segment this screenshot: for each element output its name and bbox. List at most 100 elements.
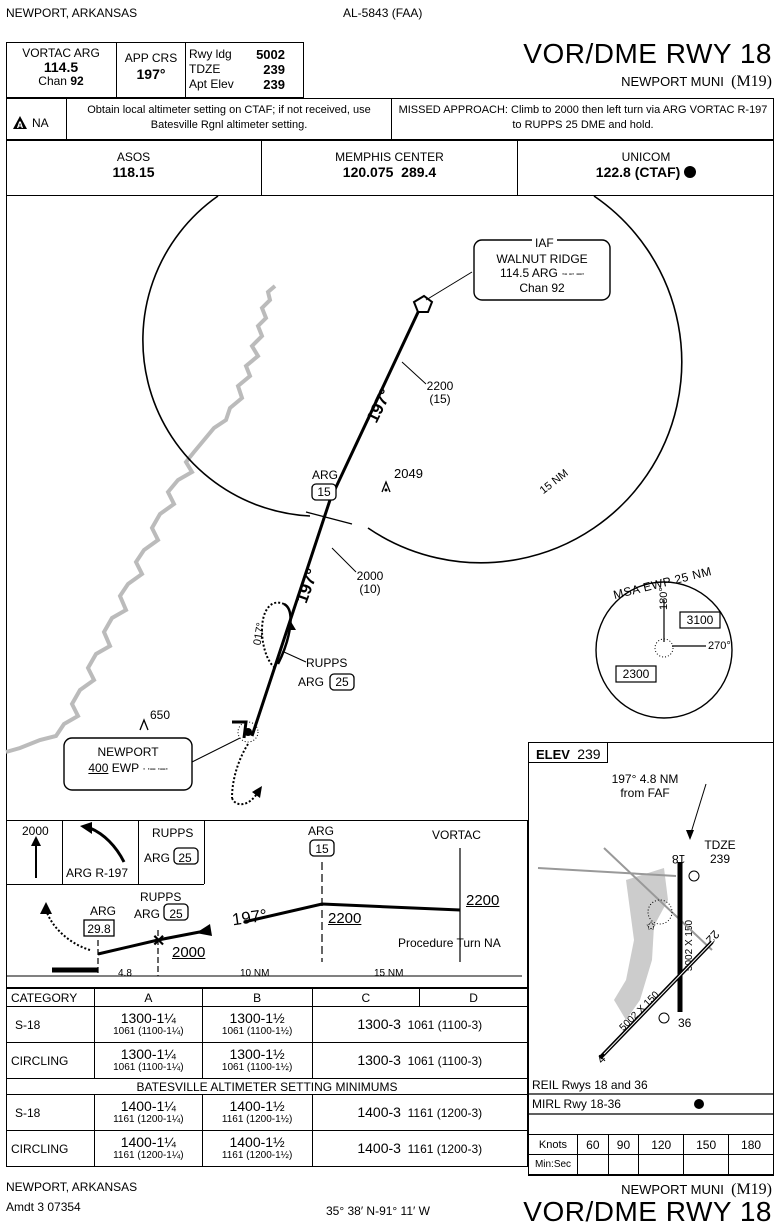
- airport-runway-symbol: [232, 720, 248, 739]
- segment-2000-dist: (10): [359, 582, 381, 596]
- lighting-mirl: MIRL Rwy 18-36: [532, 1097, 621, 1111]
- min-top: 1300-1½: [229, 1009, 285, 1026]
- min-cd-main: 1300-3: [357, 1016, 401, 1032]
- profile-alt-2200-vortac: 2200: [466, 892, 500, 909]
- comm-center-freq: 120.075 289.4: [342, 164, 437, 180]
- iaf-leader: [425, 271, 473, 301]
- rwy-ldg-label: Rwy ldg: [189, 47, 232, 61]
- leader-rupps: [283, 651, 307, 663]
- time-cell: [728, 1154, 774, 1175]
- min-cell-cd: 1400-3 1161 (1200-3): [311, 1094, 528, 1131]
- min-bot: 1161 (1200-1½): [221, 1149, 293, 1161]
- arg15-dme: 15: [317, 485, 331, 499]
- ma-hold-rupps: RUPPS: [152, 826, 194, 840]
- rupps-dme: 25: [335, 675, 349, 689]
- min-bot: 1061 (1100-1¼): [113, 1025, 184, 1037]
- obstacle-650-icon: [139, 718, 149, 731]
- segment-2200: 2200 (15): [422, 380, 458, 406]
- min-top: 1300-1¼: [120, 1045, 176, 1062]
- comm-center-name: MEMPHIS CENTER: [335, 150, 444, 164]
- min-cell-cd: 1300-3 1061 (1100-3): [311, 1006, 528, 1043]
- chart-id: AL-5843 (FAA): [343, 6, 423, 20]
- time-cell: [683, 1154, 730, 1175]
- dist-10nm: 10 NM: [238, 968, 272, 979]
- ndb-symbol: [237, 721, 259, 743]
- hold-arrow-icon: [286, 620, 296, 630]
- profile-rupps-label: RUPPS: [140, 890, 182, 904]
- footer-airport-name: NEWPORT MUNI: [621, 1182, 724, 1197]
- segment-2000-alt: 2000: [356, 569, 384, 583]
- runway-18-label: 18: [672, 852, 686, 866]
- faf-note-1: 197° 4.8 NM: [611, 772, 679, 786]
- holding-pattern-outer: [260, 601, 285, 669]
- morse-ewp-icon: · ·-- ·--·: [142, 763, 168, 775]
- elev-label: ELEV 239: [536, 746, 601, 762]
- hdr-c: C: [311, 988, 421, 1007]
- vortac-info: VORTAC ARG 114.5 Chan 92: [8, 46, 114, 88]
- time-cell: [607, 1154, 640, 1175]
- time-cell: [577, 1154, 609, 1175]
- min-top: 1400-1¼: [120, 1133, 176, 1150]
- app-crs: APP CRS 197°: [118, 50, 184, 82]
- vortac-symbol: [412, 294, 434, 313]
- msa-circle: [595, 581, 733, 719]
- speed-cell: 120: [638, 1134, 685, 1155]
- airport-name: NEWPORT MUNI (M19): [621, 73, 772, 91]
- vortac-label: VORTAC ARG: [22, 46, 100, 60]
- procedure-turn-na: Procedure Turn NA: [398, 936, 501, 950]
- profile-vortac-label: VORTAC: [432, 828, 481, 842]
- ma-radial: ARG R-197: [66, 866, 129, 880]
- comm-asos: ASOS 118.15: [6, 150, 261, 180]
- msa-180: 180°: [658, 587, 670, 610]
- row-category: CIRCLING: [6, 1130, 95, 1167]
- app-crs-value: 197°: [136, 66, 166, 82]
- iaf-name: WALNUT RIDGE: [496, 252, 588, 266]
- comm-unicom-freq: 122.8 (CTAF): [595, 164, 681, 180]
- arg15-label: ARG: [312, 468, 339, 482]
- min-cd-main: 1300-3: [357, 1052, 401, 1068]
- comm-unicom: UNICOM 122.8 (CTAF): [518, 150, 774, 180]
- airport-name-text: NEWPORT MUNI: [621, 74, 724, 89]
- airport-id: (M19): [731, 73, 772, 90]
- msa-2300: 2300: [622, 667, 650, 681]
- speed-cell: 60: [577, 1134, 609, 1155]
- comm-asos-freq: 118.15: [112, 164, 155, 180]
- speed-cell: 150: [683, 1134, 730, 1155]
- app-crs-label: APP CRS: [124, 51, 178, 65]
- lighting-reil: REIL Rwys 18 and 36: [532, 1078, 648, 1092]
- comms-row: [6, 140, 774, 196]
- alternate-triangle-icon: A: [13, 115, 27, 130]
- chan-value: 92: [70, 74, 84, 88]
- row-category: S-18: [6, 1006, 95, 1043]
- apt-elev-value: 239: [263, 77, 285, 92]
- min-bot: 1061 (1100-1½): [221, 1061, 293, 1073]
- airport-diagram: [528, 742, 774, 1176]
- svg-text:A: A: [17, 120, 24, 130]
- minsec-label: Min:Sec: [528, 1154, 578, 1175]
- min-top: 1400-1½: [229, 1097, 285, 1114]
- ma-climb-2000: 2000: [22, 824, 49, 838]
- plan-view: [6, 196, 774, 820]
- river: [5, 284, 277, 754]
- msa-2300-box: [615, 665, 657, 683]
- batesville-header: BATESVILLE ALTIMETER SETTING MINIMUMS: [6, 1078, 528, 1095]
- min-top: 1300-1½: [229, 1045, 285, 1062]
- speed-cell: 180: [728, 1134, 774, 1155]
- rupps-label: RUPPS: [306, 656, 348, 670]
- min-cell-cd: 1300-3 1061 (1100-3): [311, 1042, 528, 1079]
- speed-cell: 90: [607, 1134, 640, 1155]
- segment-2000: 2000 (10): [352, 570, 388, 596]
- chan-label: Chan: [38, 74, 67, 88]
- min-top: 1400-1¼: [120, 1097, 176, 1114]
- iaf-details: WALNUT RIDGE 114.5 ARG ·- -· --· Chan 92: [474, 252, 610, 295]
- min-cd-sub: 1061 (1100-3): [407, 1018, 483, 1032]
- hdr-d: D: [419, 988, 528, 1007]
